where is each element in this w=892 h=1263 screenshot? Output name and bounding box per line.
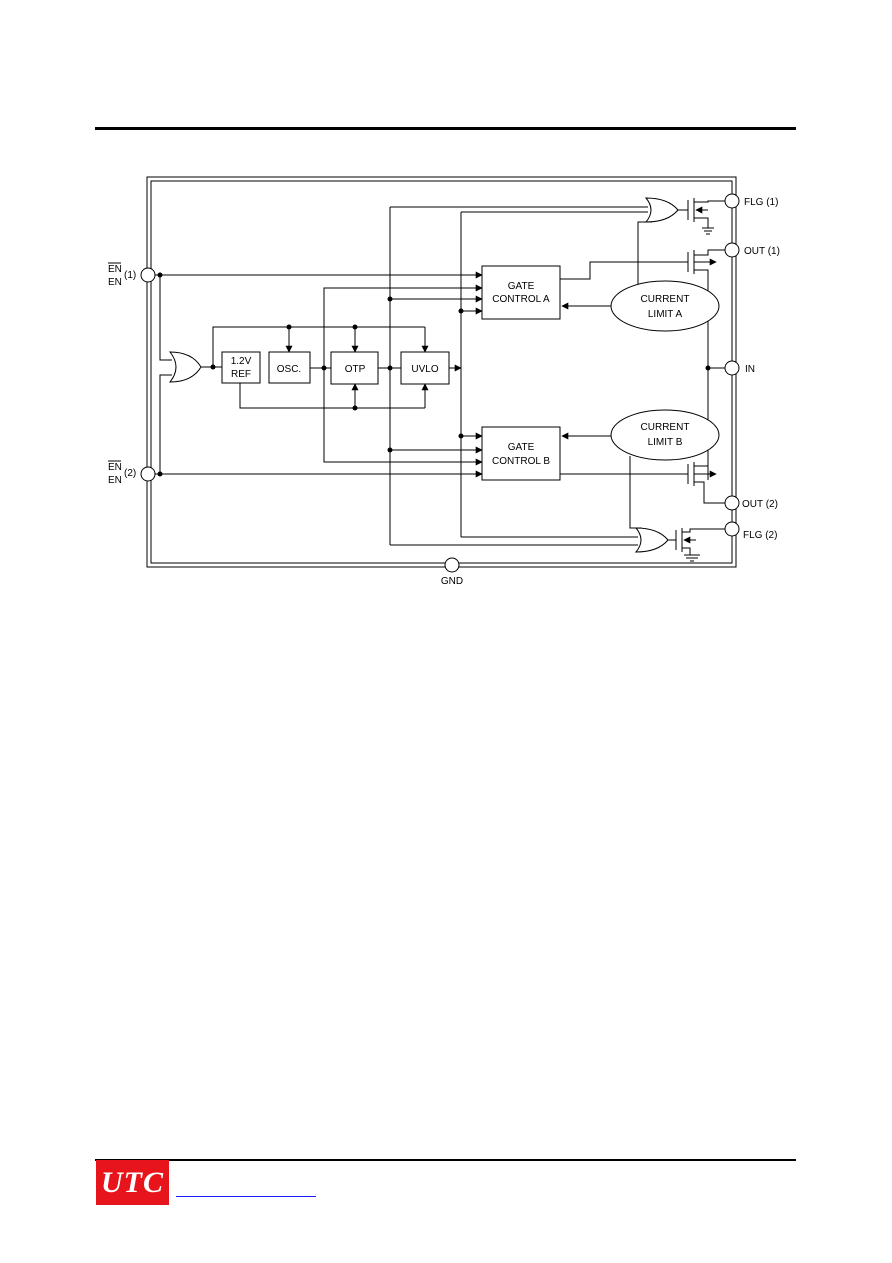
gate-control-b-block: GATE CONTROL B [481, 426, 561, 481]
pin-flg1-label: FLG (1) [744, 197, 778, 208]
pin-gnd-label: GND [441, 576, 463, 587]
ref-block-label-1: 1.2V [231, 356, 252, 367]
uvlo-block-label: UVLO [411, 364, 438, 375]
current-limit-a-label-1: CURRENT [641, 294, 690, 305]
otp-block-label: OTP [345, 364, 366, 375]
pin-flg1 [724, 193, 740, 209]
pin-en1-number: (1) [124, 270, 136, 281]
pin-en2-bottom-label: EN [108, 475, 122, 486]
pin-flg2 [724, 521, 740, 537]
pin-flg2-label: FLG (2) [743, 530, 777, 541]
ref-block-label-2: REF [231, 369, 251, 380]
uvlo-block: UVLO [400, 351, 450, 385]
pin-out1 [724, 242, 740, 258]
osc-block-label: OSC. [277, 364, 301, 375]
wiring [155, 198, 726, 563]
current-limit-b-label-1: CURRENT [641, 422, 690, 433]
current-limit-a-label-2: LIMIT A [648, 309, 683, 320]
or-gate-enable [168, 351, 202, 383]
utc-logo-text: UTC [101, 1165, 164, 1199]
junction-dots [157, 272, 711, 477]
header-rule [95, 127, 796, 130]
footer-rule [95, 1159, 796, 1161]
pin-gnd [444, 557, 460, 573]
or-gate-flag-a [644, 197, 679, 223]
pin-en2-number: (2) [124, 468, 136, 479]
pin-en1-top-label: EN [108, 264, 122, 275]
otp-block: OTP [330, 351, 379, 385]
gate-control-b-label-2: CONTROL B [492, 456, 550, 467]
pin-out1-label: OUT (1) [744, 246, 780, 257]
pin-out2-label: OUT (2) [742, 499, 778, 510]
pin-in [724, 360, 740, 376]
pin-en1-bottom-label: EN [108, 277, 122, 288]
pin-en1 [140, 267, 156, 283]
current-limit-b-label-2: LIMIT B [648, 437, 683, 448]
pin-circles [140, 193, 740, 573]
pin-out2 [724, 495, 740, 511]
current-limit-a: CURRENT LIMIT A [610, 280, 720, 332]
gate-control-a-block: GATE CONTROL A [481, 265, 561, 320]
gate-control-a-label-1: GATE [508, 281, 535, 292]
pin-en2 [140, 466, 156, 482]
footer-link-underline[interactable] [176, 1196, 316, 1197]
osc-block: OSC. [268, 351, 311, 384]
ref-block: 1.2V REF [221, 351, 261, 384]
or-gate-flag-b [634, 527, 669, 553]
pin-labels: EN (1) EN EN (2) EN FLG (1) OUT (1) IN O… [108, 197, 780, 587]
gate-control-a-label-2: CONTROL A [492, 294, 550, 305]
utc-logo: UTC [96, 1160, 169, 1205]
pin-in-label: IN [745, 364, 755, 375]
pin-en2-top-label: EN [108, 462, 122, 473]
gate-control-b-label-1: GATE [508, 442, 535, 453]
current-limit-b: CURRENT LIMIT B [610, 409, 720, 461]
